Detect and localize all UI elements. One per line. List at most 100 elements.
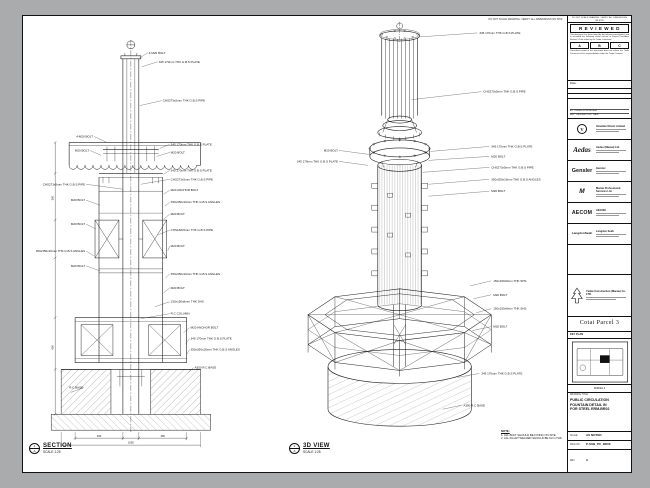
note-line: 1. ALL BOLT SHOULD BE FIXING ON SITE. [501, 432, 557, 437]
dimension-text: 450 [161, 434, 166, 438]
firm-box-aecom: AECOM AECOM [568, 203, 631, 224]
consultant-box-empty [568, 245, 631, 275]
address-lines [596, 193, 627, 195]
rev-row: REV A [568, 450, 631, 472]
key-plan-drawing [571, 341, 628, 382]
annotation-label: M20 BOLT [493, 293, 507, 297]
firm-name: AECOM [596, 209, 606, 213]
firm-name: Gensler [596, 167, 606, 171]
iso-annotations: 345 170mm THK G.B.S PLATE CHS273x5mm THK… [297, 31, 541, 407]
review-stamp-body: This document has been noted by the rele… [570, 33, 629, 41]
aedas-logo: Aedas [573, 145, 591, 154]
address-lines [596, 195, 620, 197]
drawing-sheet: 4-M20 BOLT 345 170mm THK G.B.S PLATE CHS… [22, 15, 632, 473]
view-title-block: SECTION SCALE 1:25 [43, 443, 72, 454]
annotation-label: M20 BOLT [171, 150, 185, 154]
drawing-title-line: PUBLIC CIRCULATION [570, 397, 609, 402]
dwg-number-row: DWG NO. P-SUB_PC_BD06 [568, 441, 631, 450]
revision-row: A1 ISSUED FOR REVIEW [570, 108, 629, 113]
section-view-linework [50, 39, 211, 448]
scale-row: SCALE AS NOTED [568, 432, 631, 441]
address-lines [596, 171, 627, 173]
annotation-label: 350x350x16mm THK G.B.S ANGLES [171, 200, 220, 204]
annotation-label: M20 BOLT [491, 154, 505, 158]
annotation-label: M20 ANCHOR BOLT [191, 326, 219, 330]
venetian-logo: V [577, 124, 587, 134]
annotation-label: 150x150x8mm THK SHS [493, 279, 526, 283]
detail-bubble: 2 A [289, 443, 300, 454]
view-title: SECTION [43, 443, 72, 449]
iso-view-linework [307, 21, 492, 427]
tree-logo-icon [571, 287, 583, 303]
drawing-linework: 4-M20 BOLT 345 170mm THK G.B.S PLATE CHS… [36, 21, 541, 448]
annotation-label: 350x350x16mm THK G.B.S ANGLES [36, 249, 85, 253]
address-lines [596, 131, 620, 132]
review-stamp-body2: Consultant review of this document does … [570, 50, 629, 55]
revision-header: REV DESCRIPTION DATE [570, 112, 629, 117]
address-lines [596, 173, 620, 174]
address-lines [596, 215, 620, 216]
annotation-label: 345 170mm THK G.B.S PLATE [297, 159, 338, 163]
view-title-block: 3D VIEW SCALE 1:25 [303, 443, 330, 454]
annotation-label: CHS273x5mm THK G.B.S PIPE [163, 99, 205, 103]
annotation-label: M20 BOLT [171, 244, 185, 248]
drawing-title-line: FOUNTAIN DETAIL IN [570, 402, 607, 407]
detail-bubble: 1 A [29, 443, 40, 454]
scale-value: AS NOTED [586, 433, 602, 438]
annotation-label: 345 170mm THK G.B.S PLATE [481, 371, 522, 375]
gensler-logo: Gensler [571, 167, 593, 174]
bubble-bottom: A [33, 449, 36, 453]
firm-box-mps: M Macau Professional Services Ltd. [568, 182, 631, 203]
firm-box-gensler: Gensler Gensler [568, 161, 631, 182]
annotation-label: CHS168x5mm THK G.B.S PIPE [171, 228, 213, 232]
drawing-title-line: FOR STEEL ERM-BR02 [570, 407, 610, 412]
contractor-box: Yadea Construction (Macau) Co. LTD. [568, 275, 631, 317]
stamp-date-row: Date : [568, 81, 631, 89]
review-stamp: R E V I E W E D This document has been n… [568, 23, 631, 81]
firm-box-venetian: V Venetian Orient Limited [568, 119, 631, 140]
annotation-label: A350 R.C BASE [463, 403, 485, 407]
address-lines [596, 234, 627, 236]
annotation-label: 150x150x8mm THK SHS [171, 300, 204, 304]
key-plan-ref: PARCEL 3 [568, 385, 631, 393]
titleblock-warning: DO NOT SCALE DRAWING. VERIFY ALL DIMENSI… [568, 16, 631, 23]
langdon-seah-logo: LangdonSeah [571, 232, 593, 236]
address-lines [596, 152, 620, 153]
annotation-label: M20 BOLT [493, 325, 507, 329]
annotation-label: 4-M20 BOLT [76, 134, 93, 138]
dimension-text: 450 [97, 434, 102, 438]
drawing-title-heading: DRAWING TITLE: [570, 394, 589, 396]
annotation-label: M20 BOLT [71, 264, 85, 268]
review-stamp-title: R E V I E W E D [570, 24, 629, 33]
annotation-label: 350x350x16mm THK G.B.S ANGLES [171, 272, 220, 276]
firm-box-aedas: Aedas Aedas (Macau) Ltd. [568, 140, 631, 161]
sheet-warning-text: DO NOT SCALE DRAWING. VERIFY ALL DIMENSI… [488, 18, 563, 21]
view-scale: SCALE 1:25 [303, 450, 321, 454]
annotation-label: CHS273x5mm THK G.B.S PIPE [171, 177, 213, 181]
annotation-label: 350x350x16mm THK G.B.S ANGLES [191, 348, 240, 352]
annotation-label: M20 BOLT [71, 198, 85, 202]
mps-logo: M [579, 187, 585, 195]
status-box-c: C [609, 42, 630, 50]
title-block: DO NOT SCALE DRAWING. VERIFY ALL DIMENSI… [567, 16, 631, 472]
annotation-label: 150x150x8mm THK SHS [493, 307, 526, 311]
notes-heading: NOTE: [501, 429, 510, 433]
scale-label: SCALE [570, 434, 578, 437]
blank-row [568, 94, 631, 99]
section-annotations: 4-M20 BOLT 345 170mm THK G.B.S PLATE CHS… [36, 51, 240, 445]
annotation-label: 345 170mm THK G.B.S PLATE [491, 144, 532, 148]
drawing-title-box: DRAWING TITLE: PUBLIC CIRCULATION FOUNTA… [568, 393, 631, 432]
annotation-label: A350 R.C BASE [195, 365, 217, 369]
section-leader-lines [71, 52, 194, 393]
address-lines [596, 150, 627, 152]
section-view-tag: 1 A SECTION SCALE 1:25 [29, 443, 72, 454]
address-lines [586, 297, 626, 299]
firm-name: Venetian Orient Limited [596, 125, 625, 129]
annotation-label: CHS273x5mm THK G.B.S PIPE [491, 165, 533, 169]
annotation-label: M20 BOLT [171, 212, 185, 216]
contractor-name: Yadea Construction (Macau) Co. LTD. [586, 290, 626, 297]
annotation-label: 345 170mm THK G.B.S PLATE [171, 142, 212, 146]
view-title: 3D VIEW [303, 443, 330, 449]
annotation-label: M20 BOLT [71, 222, 85, 226]
